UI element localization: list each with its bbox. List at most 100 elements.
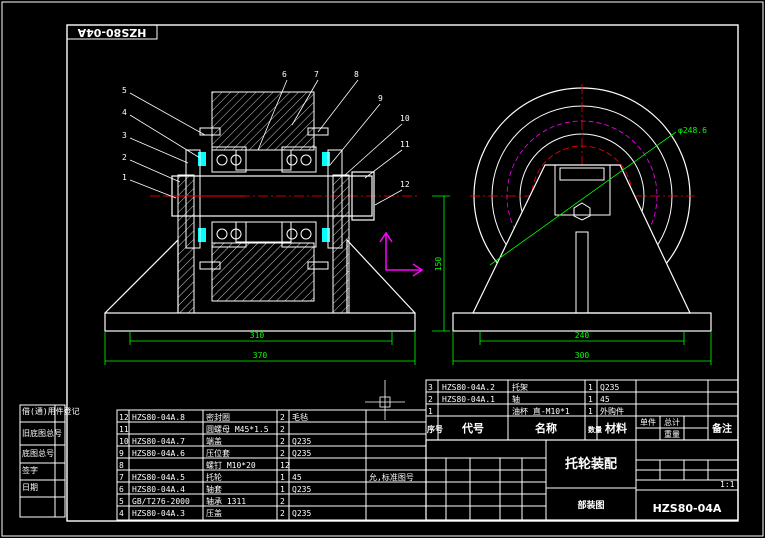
bom-row-6-code: HZS80-04A.4	[132, 485, 185, 494]
left-bom-table: 12 HZS80-04A.8 密封圈 2 毛毡 11 圆螺母 M45*1.5 2…	[116, 409, 427, 521]
top-bom-row-2-code: HZS80-04A.1	[442, 395, 495, 404]
end-cap-left	[185, 149, 201, 249]
round-nut	[351, 171, 375, 221]
top-bom-row-1-name: 托架	[512, 382, 528, 392]
bom-row-9-name: 压位套	[206, 448, 230, 458]
seal-right-bottom	[322, 228, 330, 242]
side-label-date: 日期	[22, 483, 38, 492]
leader-5: 5	[122, 86, 127, 95]
top-bom-row-2-no: 2	[428, 395, 433, 404]
dim-side-inner: 240	[575, 331, 590, 340]
bom-row-10-code: HZS80-04A.7	[132, 437, 185, 446]
bom-row-5-name: 轴承 1311	[206, 496, 246, 506]
top-bom-header-name: 名称	[535, 421, 557, 435]
front-dimensions	[104, 195, 450, 365]
top-bom-header-total: 总计	[664, 417, 680, 427]
dim-diameter: φ248.6	[678, 126, 707, 135]
front-view[interactable]	[104, 91, 424, 332]
bom-row-4-code: HZS80-04A.3	[132, 509, 185, 518]
top-bom-row-1-qty: 1	[588, 383, 593, 392]
stamp-box: HZS80-04A	[66, 24, 158, 40]
leader-10: 10	[400, 114, 410, 123]
bom-row-6-material: Q235	[292, 485, 311, 494]
bom-row-10-no: 10	[119, 437, 129, 446]
roller-top	[211, 91, 315, 151]
side-label-sign: 签字	[22, 465, 38, 475]
dim-side-outer: 300	[575, 351, 590, 360]
side-label-borrow: 借(通)用件登记	[22, 406, 80, 416]
ucs-marker	[385, 233, 422, 271]
side-nut	[559, 167, 605, 181]
bom-row-4-name: 压盖	[206, 508, 222, 518]
top-bom-row-1-material: Q235	[600, 383, 619, 392]
bom-row-9-no: 9	[119, 449, 124, 458]
leader-7: 7	[314, 70, 319, 79]
side-view[interactable]	[452, 84, 712, 332]
bom-row-11-no: 11	[119, 425, 129, 434]
roller-bottom	[211, 242, 315, 302]
top-bom-header-remark: 备注	[711, 422, 732, 435]
cursor-crosshair	[365, 380, 405, 420]
bom-row-5-qty: 2	[280, 497, 285, 506]
inner-sheet-border	[66, 24, 739, 522]
side-label-old-base: 旧底图总号	[22, 428, 62, 438]
dim-front-outer: 370	[253, 351, 268, 360]
bearing-right-bottom	[281, 221, 317, 248]
bom-side-note: 允,标准图号	[369, 472, 414, 482]
front-frame-right	[332, 174, 350, 314]
leader-8: 8	[354, 70, 359, 79]
side-dimensions	[452, 332, 712, 365]
dim-front-inner: 310	[250, 331, 265, 340]
title-block-scale: 1:1	[720, 480, 735, 489]
bom-row-12-name: 密封圈	[206, 412, 230, 422]
side-nut-hex	[573, 202, 591, 221]
bom-row-7-code: HZS80-04A.5	[132, 473, 185, 482]
top-bom-row-3-no: 1	[428, 407, 433, 416]
side-label-base: 底图总号	[22, 448, 54, 458]
bom-row-8-no: 8	[119, 461, 124, 470]
top-bom-header-material: 材料	[605, 421, 627, 435]
top-bom-table: 3 HZS80-04A.2 托架 1 Q235 2 HZS80-04A.1 轴 …	[425, 379, 739, 441]
leader-9: 9	[378, 94, 383, 103]
bom-row-7-name: 托轮	[206, 472, 222, 482]
title-block: 托轮装配 部装图 1:1 HZS80-04A	[425, 439, 739, 521]
stamp-code: HZS80-04A	[77, 26, 146, 39]
title-block-subtitle: 部装图	[577, 499, 604, 511]
bom-row-9-material: Q235	[292, 449, 311, 458]
top-bom-header-code: 代号	[461, 421, 484, 435]
leader-12: 12	[400, 180, 410, 189]
bom-row-5-no: 5	[119, 497, 124, 506]
bom-row-7-no: 7	[119, 473, 124, 482]
top-bom-row-3-name: 油杯 直-M10*1	[512, 406, 570, 416]
title-block-code: HZS80-04A	[653, 502, 722, 515]
bom-row-7-qty: 1	[280, 473, 285, 482]
bom-row-12-no: 12	[119, 413, 129, 422]
leader-4: 4	[122, 108, 127, 117]
bom-row-5-code: GB/T276-2000	[132, 497, 190, 506]
leader-numbers: 1 2 3 4 5 6 7 8 9 10 11 12	[122, 70, 410, 189]
roller-hub-bottom	[235, 221, 292, 243]
top-bom-row-3-material: 外购件	[600, 406, 624, 416]
bearing-right-top	[281, 146, 317, 173]
bom-row-6-no: 6	[119, 485, 124, 494]
bom-row-4-no: 4	[119, 509, 124, 518]
bom-row-11-name: 圆螺母 M45*1.5	[206, 424, 269, 434]
title-block-name: 托轮装配	[565, 456, 617, 472]
bom-row-9-qty: 2	[280, 449, 285, 458]
bom-row-4-material: Q235	[292, 509, 311, 518]
end-cap-right	[327, 149, 343, 249]
top-bom-row-1-code: HZS80-04A.2	[442, 383, 495, 392]
left-margin-table: 借(通)用件登记 旧底图总号 底图总号 签字 日期	[19, 404, 80, 518]
screw-top-left	[199, 127, 221, 136]
bom-row-6-name: 轴套	[206, 484, 222, 494]
leader-2: 2	[122, 153, 127, 162]
screw-top-right	[307, 127, 329, 136]
leader-callouts	[129, 79, 403, 206]
bearing-left-bottom	[211, 221, 247, 248]
side-leader-dia	[489, 131, 677, 266]
bom-row-6-qty: 1	[280, 485, 285, 494]
side-shaft-block	[554, 164, 611, 216]
bearing-left-top	[211, 146, 247, 173]
screw-bottom-right	[307, 261, 329, 270]
